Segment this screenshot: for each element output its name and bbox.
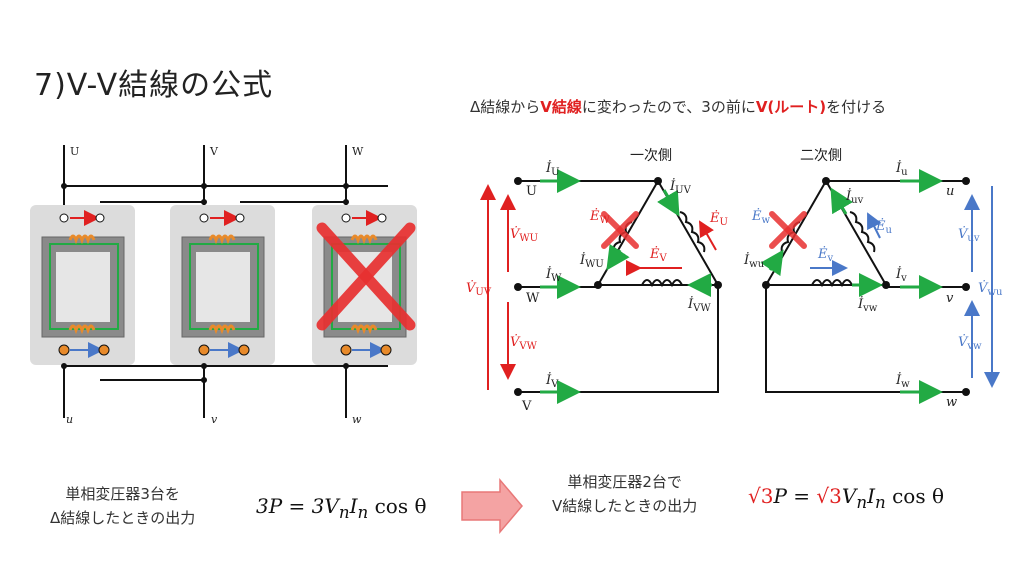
voltage-Vwu: V̇wu: [978, 280, 1003, 298]
current-IU: İU: [545, 159, 560, 178]
formula-left-rhs: 3V: [311, 494, 339, 518]
node-U: U: [526, 184, 537, 199]
current-IVW: İVW: [687, 295, 711, 314]
node-w: w: [946, 395, 957, 410]
transformer-1: [30, 205, 135, 365]
current-IW: İW: [545, 265, 562, 284]
transformer-panel: U V W u v w: [30, 145, 417, 426]
primary-circuit: 一次側 U W V İU İW İV: [466, 148, 728, 414]
secondary-label-u: u: [66, 413, 73, 426]
emf-Ev: Ėv: [817, 245, 834, 264]
current-Iw: İw: [895, 371, 910, 390]
node-V: V: [521, 399, 532, 414]
caption-right-line2: V結線したときの出力: [552, 497, 698, 515]
formula-right-lhs-root: √3: [748, 484, 774, 508]
subtitle-part4: V(ルート): [755, 98, 827, 116]
formula-right-eq: =: [786, 484, 817, 508]
transformer-2: [170, 205, 275, 365]
current-Ivw: İvw: [857, 295, 878, 314]
page-title: 7)V-V結線の公式: [34, 68, 274, 103]
caption-right-line1: 単相変圧器2台で: [567, 473, 682, 491]
transition-arrow-icon: [461, 477, 523, 535]
emf-EU: ĖU: [709, 209, 728, 228]
voltage-Vuv: V̇uv: [958, 226, 980, 244]
formula-left-sub2: n: [357, 503, 369, 522]
voltage-VWU: V̇WU: [510, 226, 538, 244]
current-Iv: İv: [895, 265, 907, 284]
subtitle: Δ結線からV結線に変わったので、3の前にV(ルート)を付ける: [470, 96, 886, 117]
subtitle-part1: Δ結線から: [470, 98, 541, 116]
secondary-label-v: v: [211, 413, 218, 426]
secondary-heading: 二次側: [800, 148, 842, 164]
caption-left: 単相変圧器3台を Δ結線したときの出力: [50, 482, 195, 530]
primary-label-u: U: [70, 145, 79, 158]
emf-EV: ĖV: [649, 245, 668, 264]
formula-right-lhs-p: P: [773, 484, 787, 508]
primary-label-v: V: [209, 145, 219, 158]
formula-right-rhs: V: [841, 484, 857, 508]
current-Iu: İu: [895, 159, 908, 178]
subtitle-part5: を付ける: [826, 98, 887, 116]
formula-left-sub1: n: [338, 503, 350, 522]
formula-left-tail: cos θ: [368, 494, 427, 518]
caption-right: 単相変圧器2台で V結線したときの出力: [552, 470, 697, 518]
formula-right: √3P = √3VnIn cos θ: [748, 484, 944, 512]
current-Iwu: İwu: [743, 251, 765, 270]
current-IWU: İWU: [579, 251, 604, 270]
transformer-3: [312, 205, 417, 365]
formula-right-rhs-root: √3: [816, 484, 842, 508]
caption-left-line1: 単相変圧器3台を: [65, 485, 180, 503]
formula-left-lhs: 3P: [256, 494, 283, 518]
subtitle-part3: に変わったので、3の前に: [581, 98, 756, 116]
secondary-label-w: w: [352, 413, 362, 426]
primary-heading: 一次側: [630, 148, 672, 164]
current-IV: İV: [545, 371, 559, 390]
voltage-VVW: V̇VW: [510, 334, 538, 352]
node-v: v: [946, 291, 954, 306]
voltage-Vvw: V̇vw: [958, 334, 982, 352]
secondary-circuit: 二次側 u v w İu İv İw İuv İwu İvw Ėw: [743, 148, 1003, 410]
emf-EW: ĖW: [589, 207, 611, 226]
removed-secondary-winding-cross-icon: [769, 211, 807, 249]
formula-left-mid: I: [349, 494, 358, 518]
caption-left-line2: Δ結線したときの出力: [50, 509, 196, 527]
node-u: u: [946, 184, 954, 199]
formula-left-eq: =: [282, 494, 312, 518]
formula-left: 3P = 3VnIn cos θ: [256, 494, 426, 522]
voltage-VUV: V̇UV: [466, 280, 492, 298]
current-IUV: İUV: [669, 177, 692, 196]
removed-cross-icon: [316, 222, 416, 331]
formula-right-mid: I: [867, 484, 875, 508]
primary-label-w: W: [352, 145, 364, 158]
subtitle-part2: V結線: [540, 98, 582, 116]
removed-winding-cross-icon: [601, 211, 639, 249]
emf-Eu: Ėu: [875, 217, 893, 236]
formula-right-tail: cos θ: [885, 484, 944, 508]
emf-Ew: Ėw: [751, 207, 771, 226]
formula-right-sub1: n: [856, 493, 868, 512]
formula-right-sub2: n: [874, 493, 886, 512]
current-Iuv: İuv: [845, 187, 864, 206]
node-W: W: [526, 291, 540, 306]
